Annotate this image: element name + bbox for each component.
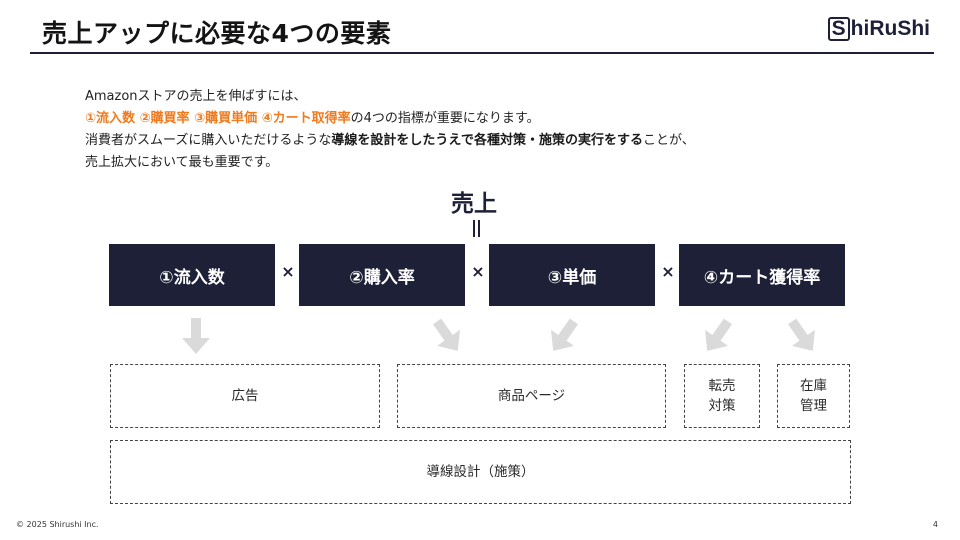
measure-ads: 広告 — [110, 364, 380, 428]
intro-line-3-post: ことが、 — [642, 133, 695, 148]
logo-text: hiRuShi — [850, 17, 930, 40]
arrow-down-left-icon — [550, 318, 578, 351]
intro-metrics-highlight: ①流入数 ②購買率 ③購買単価 ④カート取得率 — [85, 111, 351, 126]
intro-emphasis: 導線を設計をしたうえで各種対策・施策の実行をする — [331, 133, 643, 148]
equals-sign — [473, 220, 480, 237]
arrow-down-right-icon — [433, 318, 461, 351]
page-number: 4 — [932, 520, 938, 529]
title-underline — [30, 52, 934, 54]
measure-resale-label: 転売対策 — [709, 376, 736, 416]
arrow-down-right-icon — [788, 318, 816, 351]
factor-conversion-rate: ②購入率 — [299, 244, 465, 306]
measure-inventory-label: 在庫管理 — [800, 376, 827, 416]
measure-resale-line-2: 対策 — [708, 398, 736, 414]
arrow-down-icon — [182, 318, 210, 354]
intro-line-1: Amazonストアの売上を伸ばすには、 — [85, 89, 307, 104]
intro-line-3-pre: 消費者がスムーズに購入いただけるような — [85, 133, 332, 148]
measure-resale-line-1: 転売 — [708, 378, 736, 394]
measure-inventory-line-1: 在庫 — [800, 378, 827, 394]
times-sign-3: × — [661, 262, 675, 281]
factor-unit-price: ③単価 — [489, 244, 655, 306]
measure-flow-design: 導線設計（施策） — [110, 440, 851, 504]
measure-flow-design-label: 導線設計（施策） — [426, 464, 535, 480]
sales-label: 売上 — [451, 191, 497, 217]
intro-line-2: ①流入数 ②購買率 ③購買単価 ④カート取得率の4つの指標が重要になります。 — [85, 108, 695, 130]
logo-mark: S — [827, 17, 850, 41]
measure-inventory-line-2: 管理 — [800, 398, 827, 414]
factor-traffic: ①流入数 — [109, 244, 275, 306]
measure-resale-countermeasures: 転売対策 — [684, 364, 760, 428]
measure-product-page: 商品ページ — [397, 364, 666, 428]
copyright: © 2025 Shirushi Inc. — [16, 520, 99, 529]
slide-title: 売上アップに必要な4つの要素 — [42, 19, 392, 48]
factor-cart-acquisition: ④カート獲得率 — [679, 244, 845, 306]
times-sign-1: × — [281, 262, 295, 281]
arrow-down-left-icon — [704, 318, 732, 351]
measure-ads-label: 広告 — [231, 388, 259, 404]
intro-line-3: 消費者がスムーズに購入いただけるような導線を設計をしたうえで各種対策・施策の実行… — [85, 130, 695, 152]
measure-product-page-label: 商品ページ — [497, 388, 566, 404]
measure-inventory-management: 在庫管理 — [777, 364, 850, 428]
intro-paragraph: Amazonストアの売上を伸ばすには、 ①流入数 ②購買率 ③購買単価 ④カート… — [85, 86, 695, 174]
intro-line-2-rest: の4つの指標が重要になります。 — [350, 111, 540, 126]
company-logo: S hiRuShi — [827, 16, 930, 42]
intro-line-4: 売上拡大において最も重要です。 — [85, 155, 279, 170]
times-sign-2: × — [471, 262, 485, 281]
